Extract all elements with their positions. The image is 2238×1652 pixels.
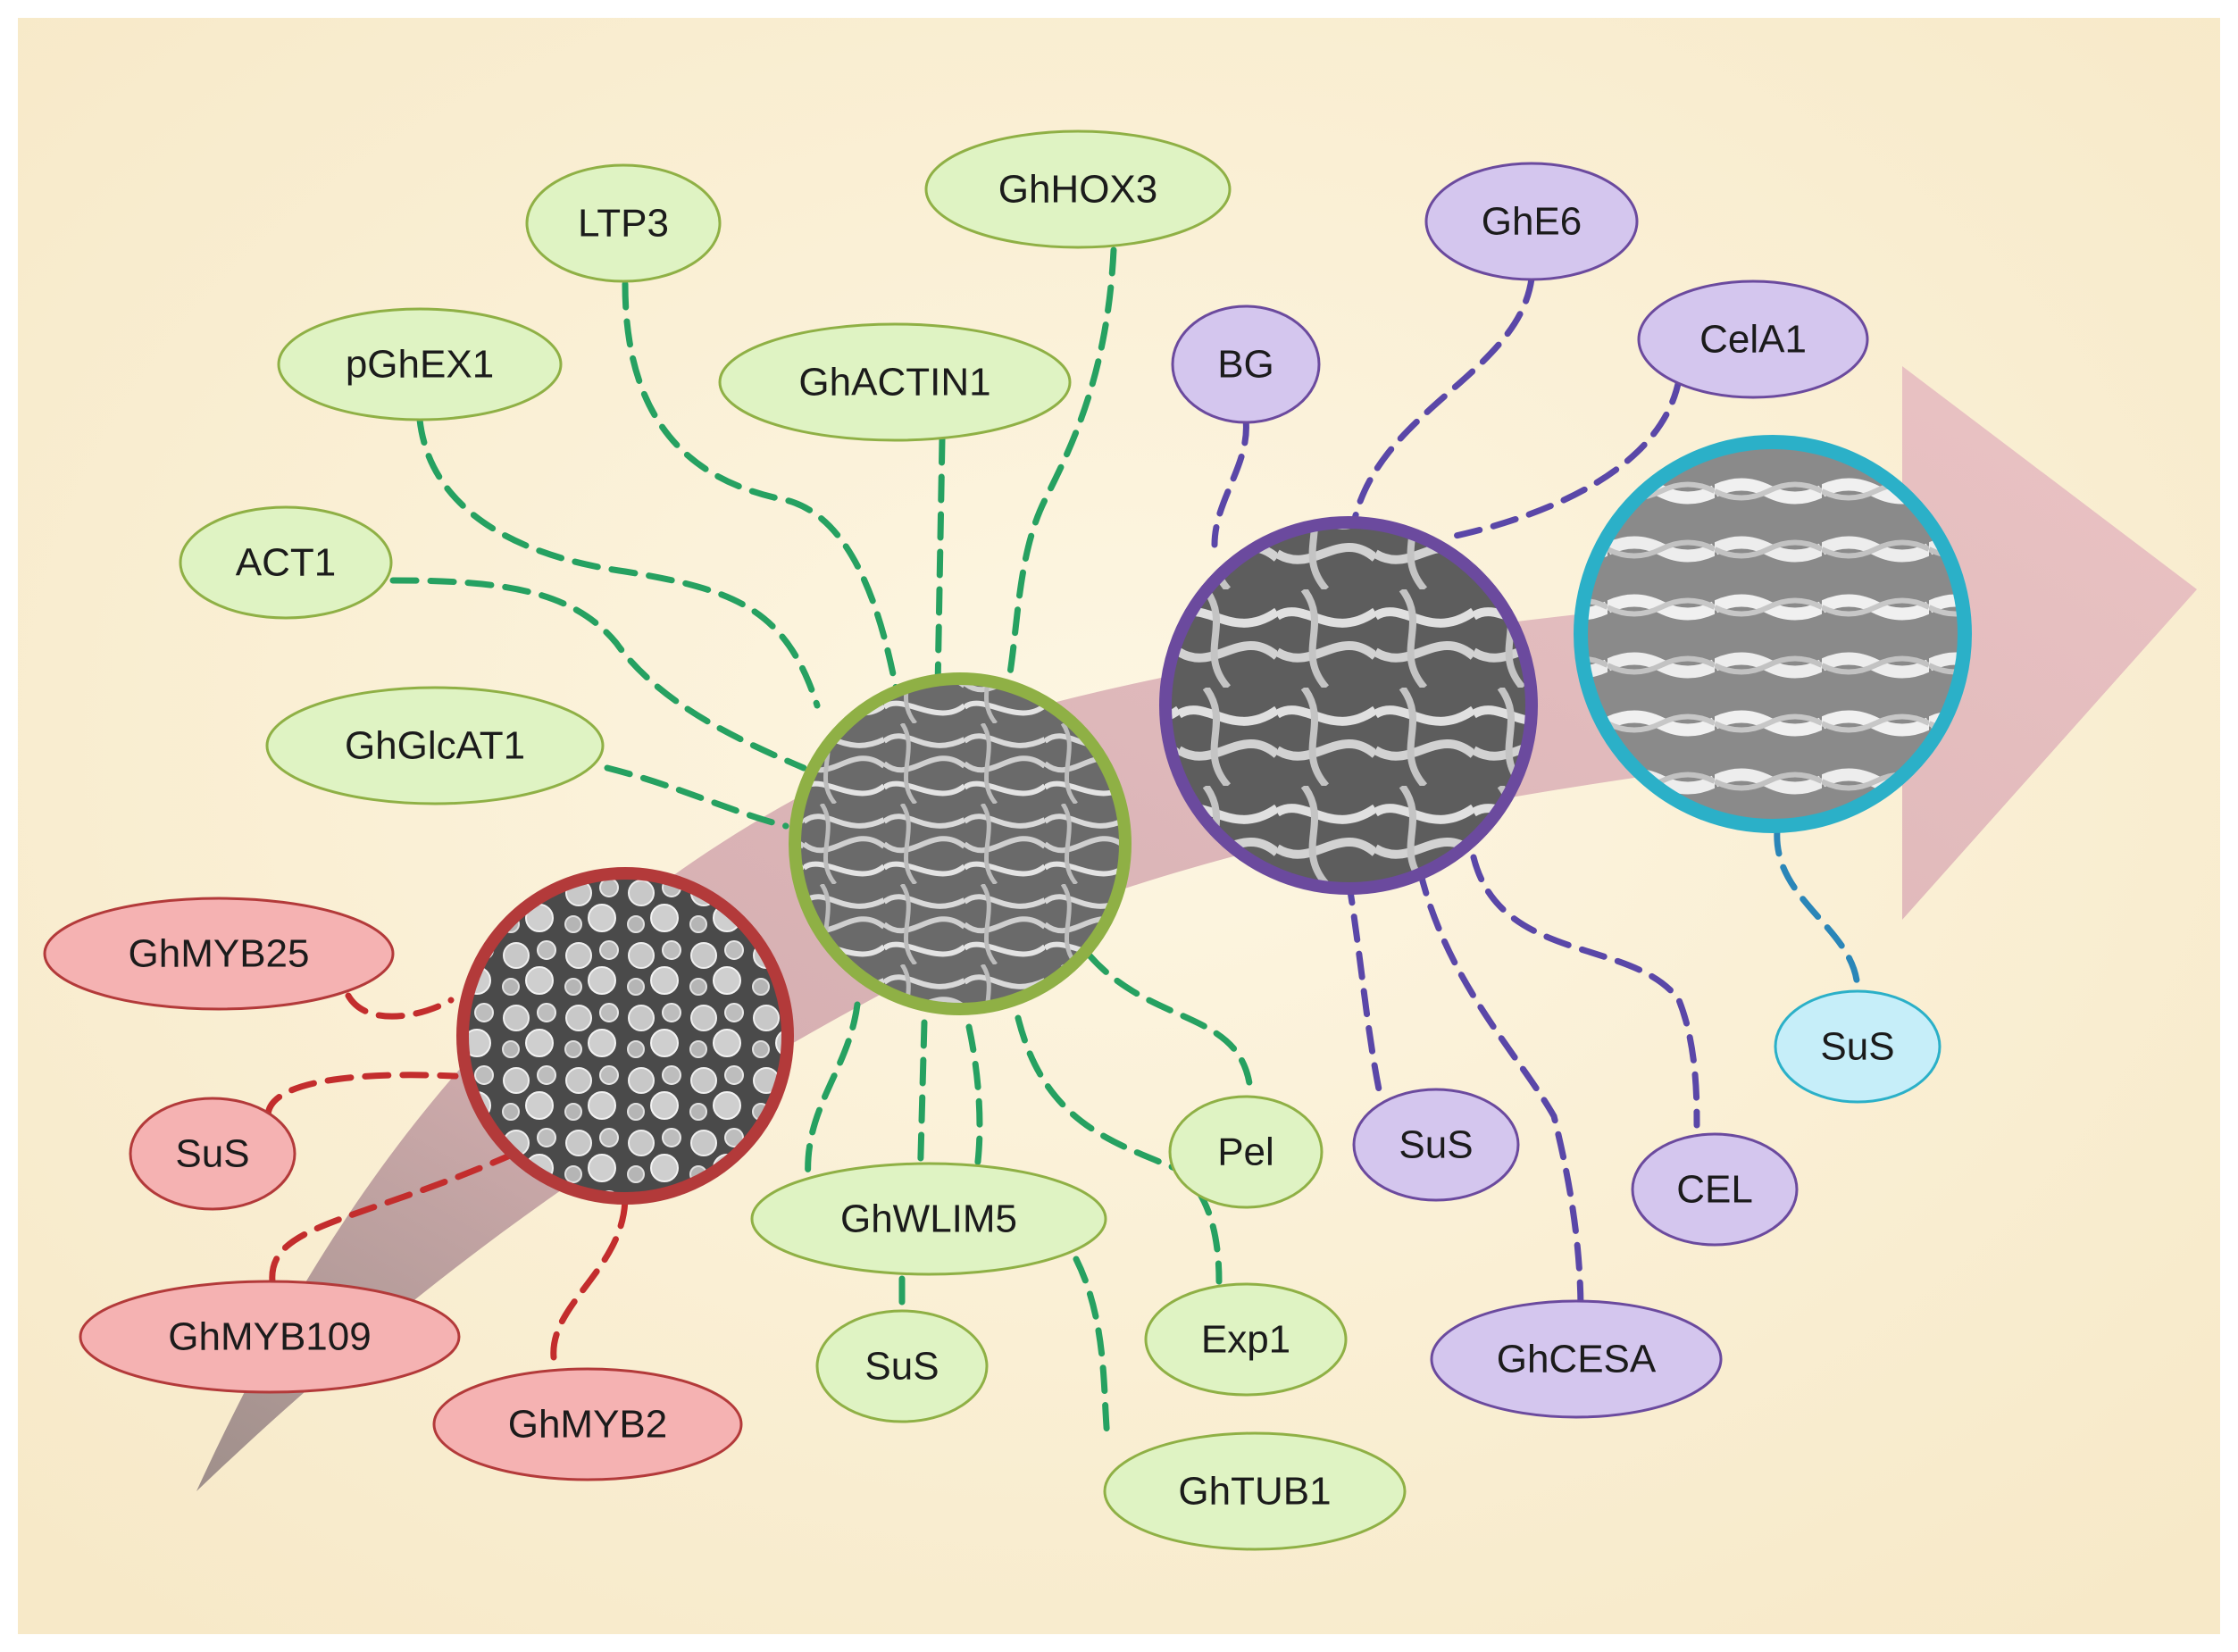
micrograph-maturation	[1574, 435, 1972, 833]
gene-node: GhMYB2	[432, 1367, 743, 1481]
gene-node: ACT1	[179, 505, 393, 620]
link-ghmyb25	[345, 992, 455, 1020]
stage-elongation	[789, 672, 1132, 1015]
gene-label: CelA1	[1699, 318, 1807, 362]
gene-node: SuS	[129, 1097, 296, 1211]
gene-node: Pel	[1168, 1095, 1324, 1209]
gene-label: SuS	[175, 1132, 249, 1176]
gene-node: GhACTIN1	[718, 322, 1072, 442]
gene-label: pGhEX1	[346, 343, 494, 387]
gene-node: GhMYB25	[43, 897, 395, 1011]
link-ghhox3	[1006, 246, 1117, 682]
stage-maturation	[1574, 435, 1972, 833]
link-pghex1	[416, 416, 821, 709]
gene-node: GhE6	[1424, 162, 1639, 281]
link-ghmyb109	[269, 1148, 522, 1285]
gene-node: SuS	[1352, 1088, 1520, 1202]
micrograph-secondary-wall	[1159, 516, 1538, 895]
gene-node: BG	[1171, 305, 1321, 424]
gene-label: GhWLIM5	[840, 1197, 1017, 1241]
micrograph-elongation	[789, 672, 1132, 1015]
gene-node: GhHOX3	[924, 129, 1232, 249]
gene-label: Exp1	[1201, 1318, 1290, 1362]
gene-node: GhCESA	[1430, 1299, 1723, 1419]
link-exp1	[1015, 1014, 1223, 1285]
gene-node: GhMYB109	[79, 1280, 461, 1394]
gene-label: ACT1	[236, 541, 336, 585]
link-ghe6	[1349, 275, 1535, 530]
gene-node: Exp1	[1144, 1282, 1348, 1397]
gene-label: GhGlcAT1	[345, 724, 525, 768]
link-ghwlim5-a	[805, 1001, 861, 1182]
gene-node: pGhEX1	[277, 307, 563, 421]
gene-node: CelA1	[1637, 280, 1869, 399]
link-sus-initiation	[264, 1072, 459, 1120]
gene-label: GhHOX3	[998, 168, 1158, 212]
link-cel	[1470, 854, 1700, 1129]
stage-secondary-wall	[1159, 516, 1538, 895]
link-ltp3	[622, 280, 901, 700]
gene-label: SuS	[1820, 1025, 1894, 1069]
link-sus-secondary	[1345, 876, 1383, 1097]
link-cela1	[1452, 376, 1683, 539]
link-ghcesa	[1416, 867, 1584, 1316]
link-act1	[389, 577, 807, 772]
link-sus-maturation	[1774, 827, 1861, 995]
gene-label: BG	[1217, 343, 1274, 387]
gene-node: SuS	[1774, 989, 1942, 1104]
gene-node: CEL	[1631, 1132, 1799, 1247]
gene-node: GhTUB1	[1103, 1431, 1407, 1551]
gene-label: GhMYB109	[168, 1315, 371, 1359]
gene-label: GhTUB1	[1178, 1470, 1331, 1514]
gene-label: SuS	[864, 1345, 939, 1389]
gene-label: CEL	[1676, 1168, 1753, 1212]
link-ghglcat1	[604, 764, 789, 830]
gene-label: Pel	[1217, 1131, 1274, 1174]
gene-label: GhMYB2	[508, 1403, 668, 1447]
gene-label: GhCESA	[1497, 1338, 1657, 1381]
gene-node: GhWLIM5	[750, 1162, 1107, 1276]
link-ghwlim5-b	[916, 1019, 928, 1191]
gene-node: GhGlcAT1	[265, 686, 605, 805]
connector-lines	[264, 246, 1861, 1441]
gene-label: GhACTIN1	[798, 361, 990, 405]
gene-label: SuS	[1399, 1123, 1473, 1167]
link-pel	[1086, 952, 1254, 1093]
stage-initiation	[456, 867, 794, 1205]
link-ghmyb2	[550, 1193, 629, 1361]
micrograph-initiation	[456, 867, 794, 1205]
gene-label: GhMYB25	[129, 932, 310, 976]
gene-node: LTP3	[525, 163, 722, 283]
link-ghtub1	[1073, 1256, 1111, 1441]
gene-label: GhE6	[1482, 200, 1582, 244]
link-ghactin1	[934, 436, 946, 691]
link-bg	[1211, 416, 1249, 548]
gene-node: SuS	[815, 1309, 989, 1423]
gene-label: LTP3	[578, 202, 669, 246]
